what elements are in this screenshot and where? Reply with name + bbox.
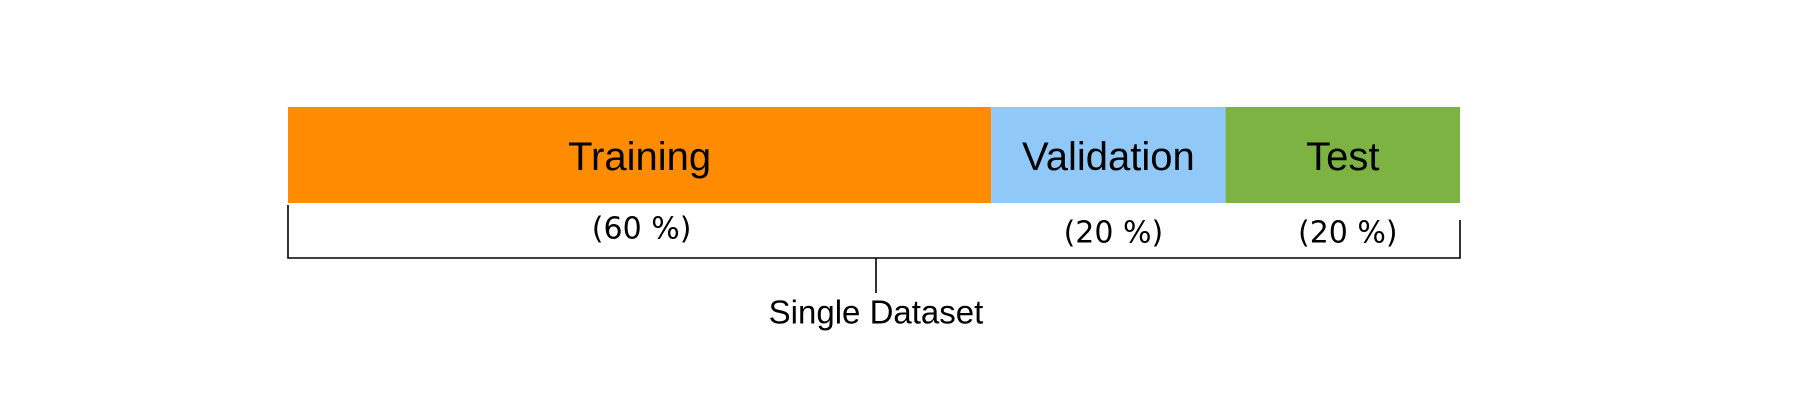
test-percent: (20 %) bbox=[1298, 216, 1398, 251]
single-dataset-label: Single Dataset bbox=[769, 294, 984, 331]
validation-percent: (20 %) bbox=[1064, 216, 1164, 251]
training-label: Training bbox=[568, 135, 711, 179]
validation-segment bbox=[991, 107, 1226, 203]
training-segment bbox=[288, 107, 992, 203]
dataset-bracket bbox=[287, 205, 1461, 293]
training-percent: (60 %) bbox=[592, 212, 692, 247]
test-label: Test bbox=[1306, 135, 1379, 179]
validation-label: Validation bbox=[1022, 135, 1195, 179]
test-segment bbox=[1225, 107, 1460, 203]
